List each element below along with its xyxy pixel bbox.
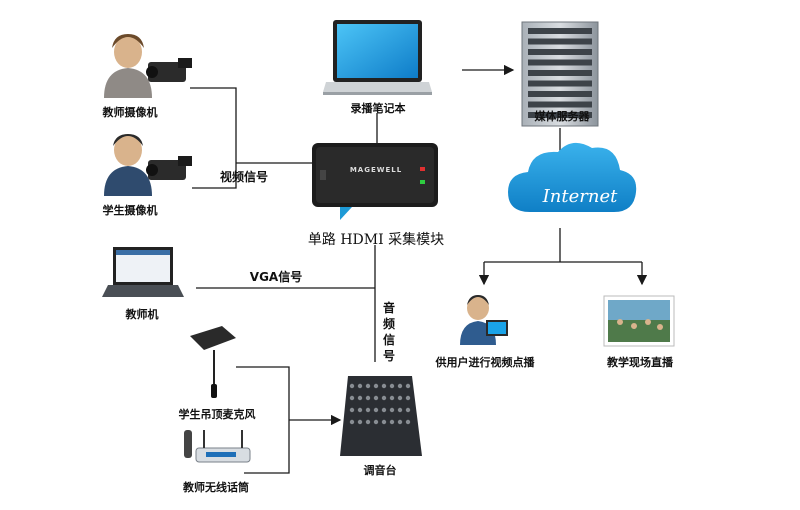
label-mixer: 调音台 — [363, 464, 397, 477]
mixer-knob — [389, 419, 395, 425]
label-capture-module: 单路 HDMI 采集模块 — [307, 232, 445, 248]
server-rack-row — [528, 91, 592, 97]
mixer-knob — [405, 383, 411, 389]
mixer-knob — [389, 407, 395, 413]
server-rack-row — [528, 59, 592, 66]
mixer-knob — [373, 395, 379, 401]
mixer-knob — [381, 407, 387, 413]
mixer-knob — [349, 407, 355, 413]
mixer-knob — [365, 383, 371, 389]
mixer-knob — [357, 419, 363, 425]
server-rack-row — [528, 28, 592, 34]
mixer-knob — [389, 383, 395, 389]
label-wireless-mic: 教师无线话筒 — [183, 481, 249, 494]
mixer-knob — [365, 419, 371, 425]
label-media-server: 媒体服务器 — [534, 110, 590, 123]
internet-cloud-icon — [508, 142, 637, 212]
label-teacher-pc: 教师机 — [125, 308, 159, 321]
server-rack-row — [528, 38, 592, 45]
teacher-camera-icon — [104, 34, 192, 98]
label-vga-signal: VGA信号 — [249, 270, 303, 284]
media-server-icon — [521, 21, 599, 127]
connector-lines — [190, 64, 648, 474]
mixer-knob — [397, 395, 403, 401]
server-rack-row — [528, 101, 592, 108]
server-rack-row — [528, 49, 592, 55]
mixer-knob — [365, 407, 371, 413]
mixer-knob — [405, 395, 411, 401]
mixer-knob — [357, 407, 363, 413]
label-recording-laptop: 录播笔记本 — [350, 102, 406, 115]
mixer-knob — [405, 407, 411, 413]
label-teacher-camera: 教师摄像机 — [102, 106, 158, 119]
student-camera-icon — [104, 134, 192, 196]
user-vod-icon — [460, 295, 508, 345]
mixer-icon — [340, 376, 422, 456]
server-rack-row — [528, 70, 592, 76]
mixer-knob — [381, 383, 387, 389]
teacher-pc-icon — [102, 247, 184, 297]
server-rack-row — [528, 112, 592, 118]
mixer-knob — [381, 419, 387, 425]
mixer-knob — [349, 419, 355, 425]
server-rack-row — [528, 80, 592, 87]
mixer-knob — [349, 395, 355, 401]
label-live-stream: 教学现场直播 — [607, 356, 673, 369]
device-brand-text: MAGEWELL — [349, 166, 403, 174]
capture-module-icon — [312, 143, 438, 220]
label-audio-signal: 音频信号 — [382, 301, 395, 363]
label-user-vod: 供用户进行视频点播 — [435, 356, 535, 369]
mixer-knob — [373, 419, 379, 425]
mixer-knob — [381, 395, 387, 401]
mixer-knob — [397, 407, 403, 413]
mixer-knob — [373, 407, 379, 413]
camera-bracket — [190, 87, 237, 189]
mixer-knob — [357, 395, 363, 401]
live-stream-photo-icon — [603, 295, 675, 347]
label-ceiling-mic: 学生吊顶麦克风 — [178, 408, 256, 421]
mixer-knob — [397, 383, 403, 389]
label-student-camera: 学生摄像机 — [102, 204, 158, 217]
recording-laptop-icon — [323, 20, 432, 95]
mixer-knob — [397, 419, 403, 425]
mixer-knob — [389, 395, 395, 401]
ceiling-mic-icon — [190, 326, 236, 398]
mixer-knob — [405, 419, 411, 425]
mixer-knob — [365, 395, 371, 401]
mixer-knob — [373, 383, 379, 389]
wireless-mic-icon — [184, 430, 251, 463]
label-video-signal: 视频信号 — [219, 170, 268, 184]
mixer-knob — [349, 383, 355, 389]
label-internet: Internet — [542, 186, 618, 207]
mixer-knob — [357, 383, 363, 389]
